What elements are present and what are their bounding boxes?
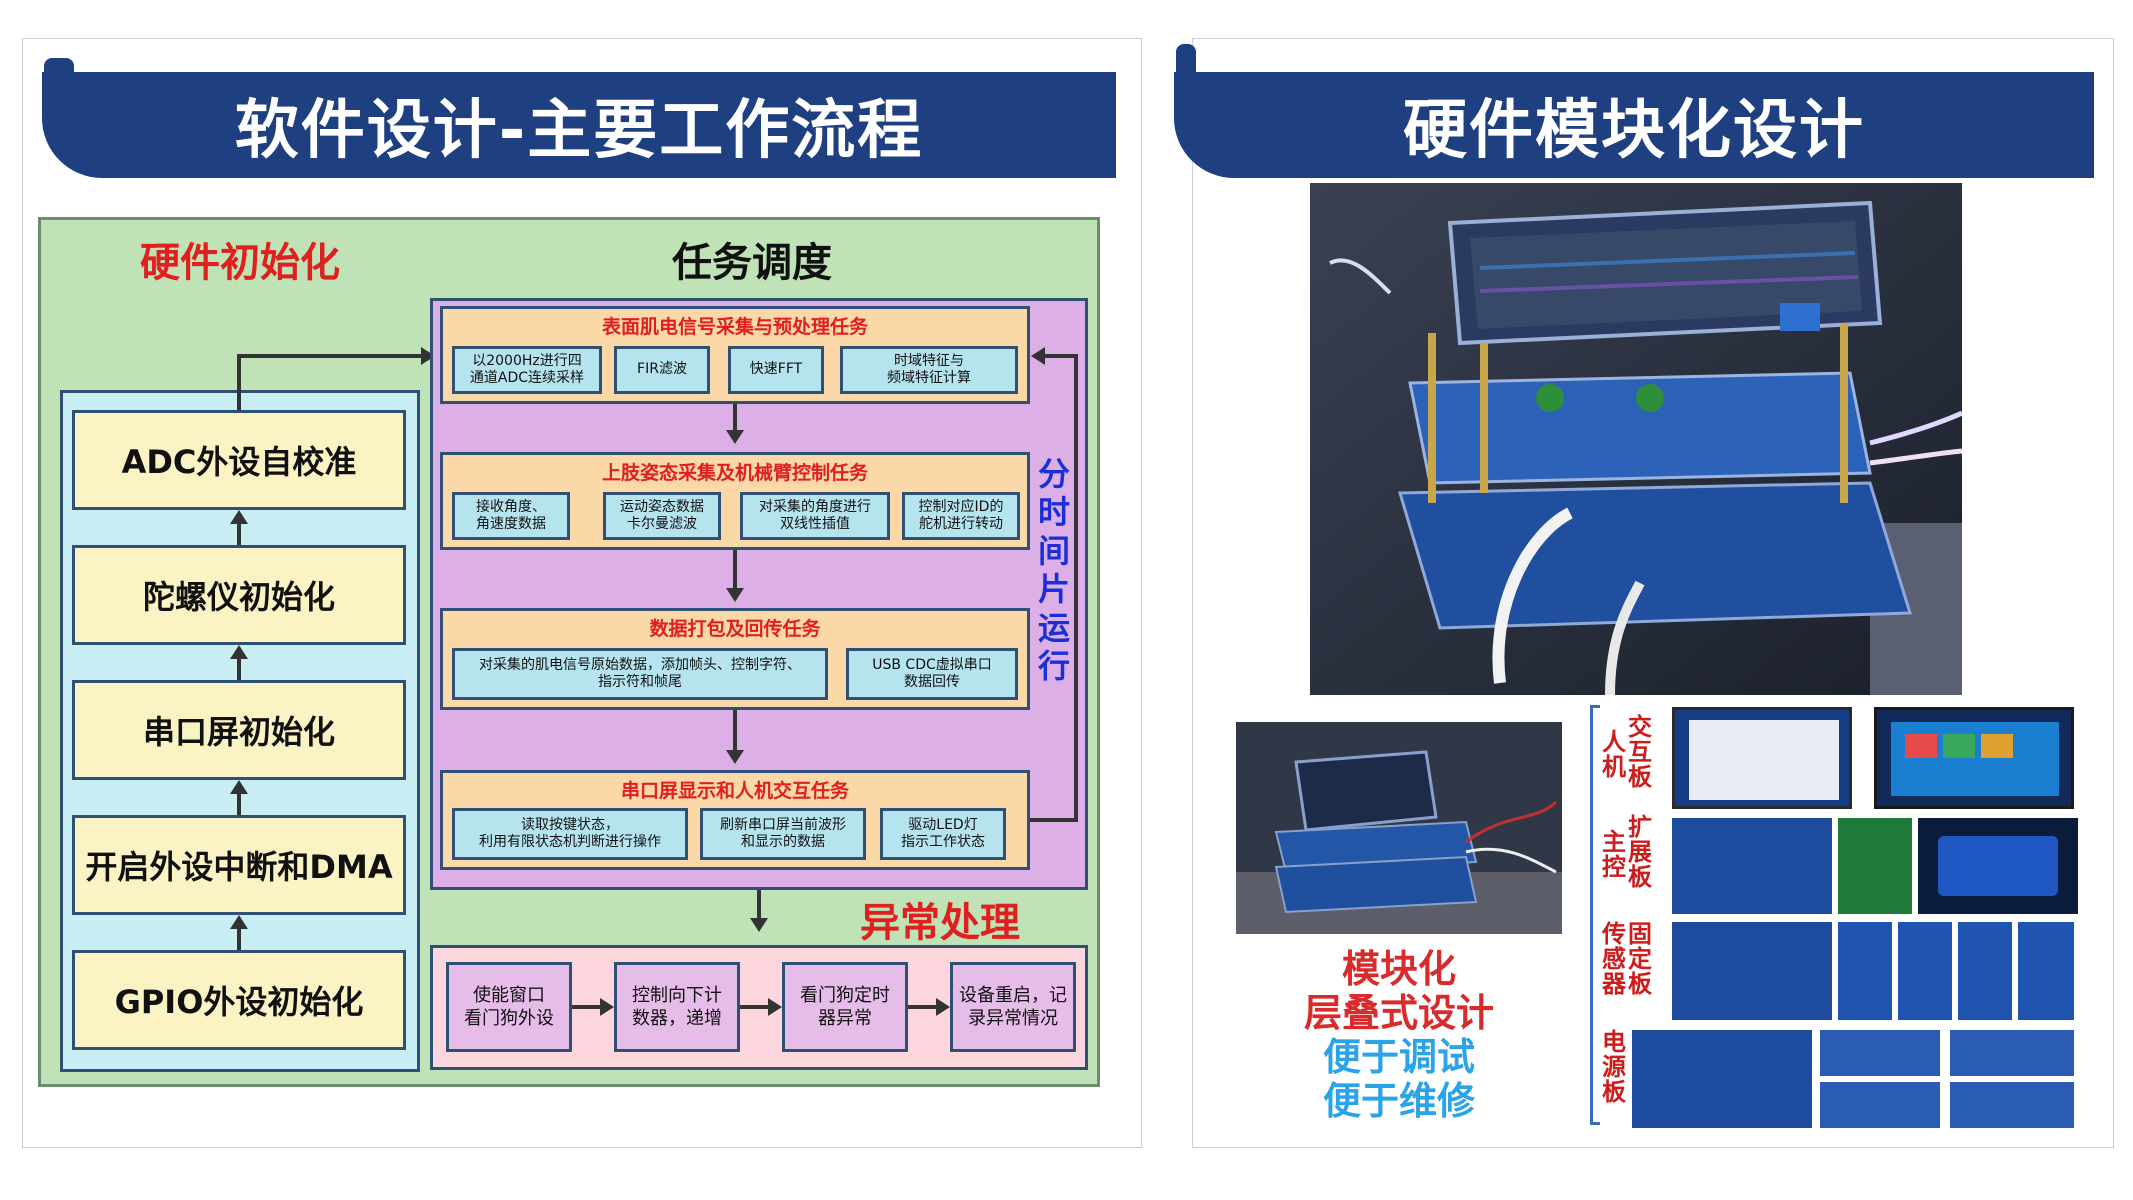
init-arrow-up [230, 915, 248, 929]
label-sensor-board-a: 传感器 [1602, 920, 1626, 999]
loop-back-arrow [1031, 347, 1045, 365]
exception-connector [572, 1005, 602, 1009]
software-title: 软件设计-主要工作流程 [234, 94, 924, 168]
sensor-module-image [1898, 922, 1952, 1020]
init-connector [237, 523, 241, 545]
exception-connector [908, 1005, 938, 1009]
software-title-banner: 软件设计-主要工作流程 [42, 72, 1116, 178]
power-module-image [1950, 1030, 2074, 1076]
exception-step: 使能窗口 看门狗外设 [446, 962, 572, 1052]
init-step-interrupt-dma: 开启外设中断和DMA [72, 815, 406, 915]
task-emg-title: 表面肌电信号采集与预处理任务 [601, 316, 868, 338]
task-arrow-down [726, 430, 744, 444]
loop-back-line [1044, 354, 1078, 358]
task-pack-item: 对采集的肌电信号原始数据，添加帧头、控制字符、 指示符和帧尾 [452, 648, 828, 700]
init-step-gyro: 陀螺仪初始化 [72, 545, 406, 645]
task-arm-item: 运动姿态数据 卡尔曼滤波 [603, 492, 721, 540]
exception-connector [757, 890, 761, 920]
init-step-adc: ADC外设自校准 [72, 410, 406, 510]
exception-arrow-right [768, 998, 782, 1016]
adc-to-tasks-line [237, 354, 423, 358]
label-hmi-board-b: 交互板 [1628, 713, 1652, 792]
slogan-debug: 便于调试 [1322, 1035, 1475, 1079]
task-hmi-item: 驱动LED灯 指示工作状态 [880, 808, 1006, 860]
task-hmi-item: 刷新串口屏当前波形 和显示的数据 [700, 808, 866, 860]
task-emg-item: 快速FFT [728, 346, 824, 394]
label-hmi-board-a: 人机 [1602, 728, 1626, 782]
init-arrow-up [230, 645, 248, 659]
time-slice-label: 分时间片运行 [1038, 455, 1071, 685]
init-step-gpio: GPIO外设初始化 [72, 950, 406, 1050]
extension-board-image [1918, 818, 2078, 914]
label-main-board-a: 主控 [1602, 828, 1626, 882]
task-arm-item: 控制对应ID的 舵机进行转动 [902, 492, 1020, 540]
init-connector [237, 928, 241, 950]
hardware-stack-illustration [1310, 183, 1962, 695]
power-module-image [1820, 1030, 1940, 1076]
task-arrow-down [726, 588, 744, 602]
stacked-device-illustration [1236, 722, 1562, 934]
boards-bracket [1590, 705, 1600, 1125]
init-step-screen: 串口屏初始化 [72, 680, 406, 780]
task-emg-item: FIR滤波 [614, 346, 710, 394]
sensor-module-image [1958, 922, 2012, 1020]
stacked-device-photo [1236, 722, 1562, 934]
adc-to-tasks-line [237, 354, 241, 410]
task-sched-label: 任务调度 [672, 240, 832, 286]
init-arrow-up [230, 780, 248, 794]
task-connector [733, 550, 737, 590]
main-board-image [1672, 818, 1832, 914]
exception-step: 看门狗定时 器异常 [782, 962, 908, 1052]
label-sensor-board-b: 固定板 [1628, 920, 1652, 999]
touchscreen-image [1874, 707, 2074, 809]
hw-init-label: 硬件初始化 [140, 240, 340, 286]
task-arm-item: 对采集的角度进行 双线性插值 [740, 492, 890, 540]
init-connector [237, 793, 241, 815]
task-pack-item: USB CDC虚拟串口 数据回传 [846, 648, 1018, 700]
init-connector [237, 658, 241, 680]
power-board-image [1632, 1030, 1812, 1128]
task-connector [733, 710, 737, 752]
power-module-image [1820, 1082, 1940, 1128]
task-emg-item: 时域特征与 频域特征计算 [840, 346, 1018, 394]
slogan-maintain: 便于维修 [1322, 1079, 1475, 1123]
exception-connector [740, 1005, 770, 1009]
task-arm-title: 上肢姿态采集及机械臂控制任务 [601, 462, 868, 484]
mcu-board-image [1838, 818, 1912, 914]
task-emg-item: 以2000Hz进行四 通道ADC连续采样 [452, 346, 602, 394]
exception-arrow-right [936, 998, 950, 1016]
sensor-holder-board-image [1672, 922, 1832, 1020]
hardware-title: 硬件模块化设计 [1403, 94, 1865, 168]
label-main-board-b: 扩展板 [1628, 813, 1652, 892]
exception-arrow-right [600, 998, 614, 1016]
loop-back-line [1074, 354, 1078, 822]
label-power-board: 电源板 [1602, 1028, 1626, 1107]
exception-step: 控制向下计 数器，递增 [614, 962, 740, 1052]
exception-arrow-down [750, 918, 768, 932]
power-module-image [1950, 1082, 2074, 1128]
hardware-stack-photo [1310, 183, 1962, 695]
loop-back-line [1030, 818, 1076, 822]
task-pack-title: 数据打包及回传任务 [649, 618, 821, 640]
task-connector [733, 404, 737, 432]
exception-step: 设备重启，记 录异常情况 [950, 962, 1076, 1052]
task-arm-item: 接收角度、 角速度数据 [452, 492, 570, 540]
exception-label: 异常处理 [860, 900, 1020, 946]
slogan-modular: 模块化 [1341, 947, 1456, 991]
sensor-module-image [1838, 922, 1892, 1020]
task-hmi-item: 读取按键状态， 利用有限状态机判断进行操作 [452, 808, 688, 860]
task-hmi-title: 串口屏显示和人机交互任务 [620, 780, 849, 802]
slogan-stacked: 层叠式设计 [1303, 991, 1494, 1035]
init-arrow-up [230, 510, 248, 524]
hardware-title-banner: 硬件模块化设计 [1174, 72, 2094, 178]
hmi-board-image [1672, 707, 1852, 809]
sensor-module-image [2018, 922, 2074, 1020]
task-arrow-down [726, 750, 744, 764]
